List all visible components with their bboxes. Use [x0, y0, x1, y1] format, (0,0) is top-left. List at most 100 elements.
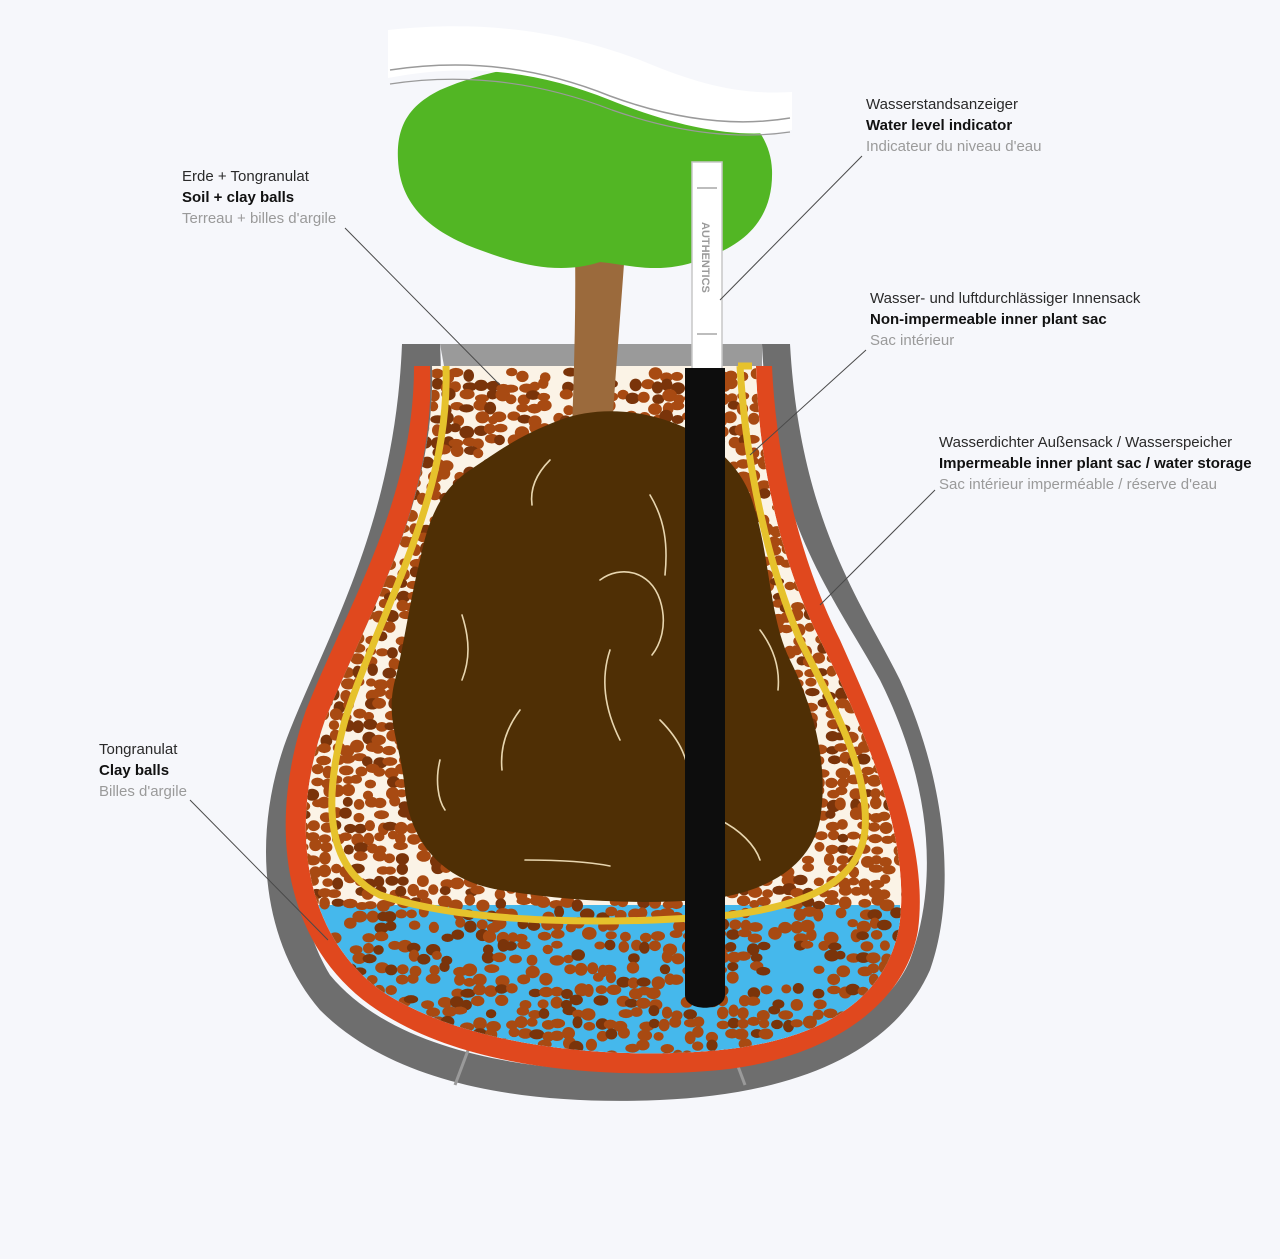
clay-ball [760, 985, 773, 995]
clay-ball [868, 864, 884, 873]
clay-ball [850, 380, 862, 389]
clay-ball [518, 1028, 533, 1039]
clay-ball [872, 381, 884, 393]
clay-ball [395, 974, 409, 985]
clay-ball [914, 535, 925, 544]
clay-ball [491, 411, 507, 423]
clay-ball [459, 404, 474, 413]
clay-ball [495, 984, 508, 994]
label-soil-fr: Terreau + billes d'argile [182, 210, 337, 227]
clay-ball [376, 381, 389, 391]
label-clay-fr: Billes d'argile [99, 783, 187, 800]
clay-ball [652, 394, 665, 404]
clay-ball [305, 510, 313, 521]
clay-ball [288, 579, 300, 590]
clay-ball [305, 556, 311, 566]
clay-ball [847, 510, 863, 522]
clay-ball [915, 576, 930, 587]
clay-ball [563, 954, 574, 964]
clay-ball [781, 984, 792, 994]
clay-ball [343, 558, 357, 567]
clay-ball [376, 648, 389, 657]
clay-ball [849, 401, 862, 412]
clay-ball [439, 886, 451, 896]
clay-ball [341, 369, 357, 382]
clay-ball [305, 492, 307, 501]
clay-ball [834, 797, 846, 811]
clay-ball [899, 449, 902, 461]
clay-ball [594, 941, 606, 950]
clay-ball [286, 611, 297, 621]
clay-ball [791, 602, 805, 611]
clay-ball [463, 977, 476, 987]
clay-ball [288, 523, 302, 532]
clay-ball [526, 1017, 538, 1027]
clay-ball [814, 841, 825, 852]
clay-ball [868, 487, 883, 500]
clay-ball [525, 965, 540, 979]
clay-ball [287, 459, 300, 468]
clay-ball [812, 378, 826, 392]
clay-ball [338, 524, 353, 533]
clay-ball [878, 471, 890, 483]
clay-ball [902, 489, 913, 502]
clay-ball [287, 500, 300, 510]
clay-ball [768, 927, 782, 940]
clay-ball [861, 436, 872, 446]
clay-ball [902, 472, 913, 481]
clay-ball [550, 1018, 566, 1029]
clay-ball [538, 1008, 550, 1019]
clay-ball [366, 394, 377, 404]
clay-ball [494, 434, 505, 446]
clay-ball [484, 401, 497, 415]
clay-ball [762, 889, 773, 898]
clay-ball [882, 391, 896, 404]
clay-ball [793, 933, 809, 944]
clay-ball [341, 381, 352, 395]
clay-ball [651, 381, 664, 394]
clay-ball [859, 481, 871, 495]
clay-ball [320, 1040, 335, 1051]
clay-ball [669, 930, 683, 938]
clay-ball [284, 698, 299, 709]
clay-ball [305, 579, 313, 590]
clay-ball [693, 1016, 705, 1028]
clay-ball [384, 621, 396, 633]
clay-ball [905, 509, 918, 522]
clay-ball [585, 1038, 598, 1051]
clay-ball [878, 610, 892, 621]
clay-ball [344, 389, 358, 403]
clay-ball [333, 555, 345, 566]
clay-ball [804, 381, 818, 392]
clay-ball [342, 783, 355, 797]
clay-ball [529, 1029, 545, 1040]
clay-ball [630, 1007, 643, 1017]
clay-ball [780, 624, 793, 634]
clay-ball [902, 520, 917, 533]
outer-shell [266, 344, 945, 1101]
clay-ball [915, 840, 929, 852]
clay-ball [342, 414, 354, 427]
clay-ball [756, 480, 772, 490]
clay-ball [877, 811, 891, 821]
clay-ball [894, 455, 902, 466]
clay-ball [387, 647, 398, 659]
clay-ball [506, 367, 518, 377]
clay-ball [828, 458, 842, 471]
clay-ball [624, 998, 638, 1008]
clay-ball [396, 590, 411, 603]
clay-ball [835, 378, 849, 389]
clay-ball [572, 1016, 583, 1029]
clay-ball [539, 972, 553, 986]
clay-ball [837, 844, 849, 854]
clay-ball [363, 832, 375, 846]
clay-ball [351, 525, 362, 537]
clay-ball [805, 677, 817, 687]
clay-ball [352, 534, 365, 545]
clay-ball [332, 403, 345, 417]
clay-ball [637, 391, 650, 403]
clay-ball [901, 1027, 902, 1038]
clay-ball [305, 810, 311, 820]
clay-ball [856, 931, 869, 941]
clay-ball [871, 1044, 883, 1054]
